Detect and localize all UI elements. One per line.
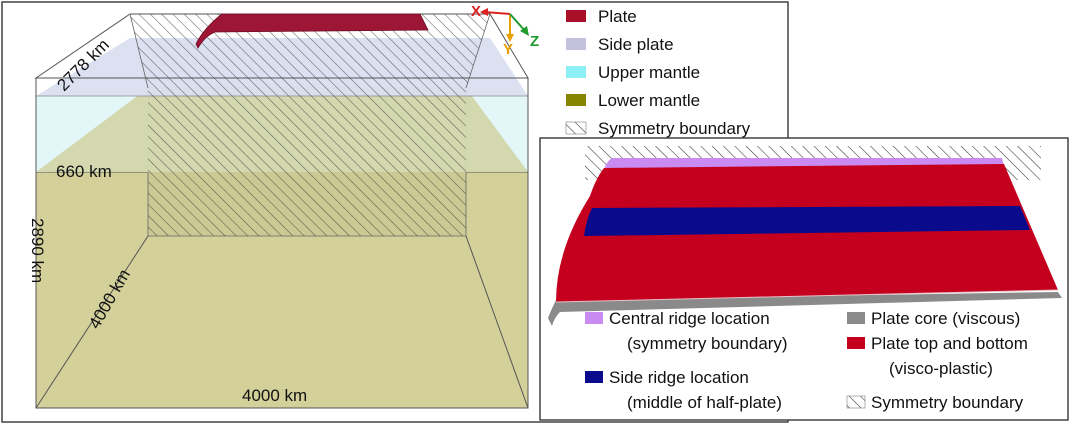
label-side-ridge-1: Side ridge location: [609, 368, 749, 387]
axis-x-label: X: [471, 3, 481, 20]
legend-label-side-plate: Side plate: [598, 35, 674, 54]
plate-core-edge: [548, 292, 1062, 326]
axis-y-label: Y: [503, 41, 513, 58]
axis-x-arrow: [483, 11, 511, 15]
model-box: [34, 13, 529, 409]
legend-swatch-symmetry-boundary: [565, 121, 587, 135]
legend-inset: Central ridge location (symmetry boundar…: [585, 309, 1028, 412]
legend-label-symmetry-boundary: Symmetry boundary: [598, 119, 751, 138]
swatch-inset-symmetry: [846, 395, 866, 409]
dim-transition-depth: 660 km: [56, 162, 112, 181]
axes-glyph: X Y Z: [471, 3, 539, 58]
symmetry-boundary-back: [148, 88, 466, 236]
label-plate-top-bottom-1: Plate top and bottom: [871, 334, 1028, 353]
legend-label-lower-mantle: Lower mantle: [598, 91, 700, 110]
label-inset-symmetry: Symmetry boundary: [871, 393, 1024, 412]
label-side-ridge-2: (middle of half-plate): [627, 393, 782, 412]
side-ridge-band: [584, 206, 1030, 236]
axis-z-label: Z: [530, 33, 539, 50]
legend-label-plate: Plate: [598, 7, 637, 26]
symmetry-boundary-plane: [130, 14, 490, 88]
legend-label-upper-mantle: Upper mantle: [598, 63, 700, 82]
legend-swatch-side-plate: [566, 38, 586, 50]
inset-plate-render: [548, 146, 1062, 326]
swatch-plate-top-bottom: [847, 337, 865, 349]
plate-shape: [195, 13, 429, 49]
swatch-side-ridge: [585, 371, 603, 383]
legend-swatch-upper-mantle: [566, 66, 586, 78]
legend-swatch-plate: [566, 10, 586, 22]
legend-swatch-lower-mantle: [566, 94, 586, 106]
dim-depth: 2890 km: [28, 218, 47, 283]
dim-length-bottom: 4000 km: [242, 386, 307, 405]
swatch-plate-core: [847, 312, 865, 324]
label-plate-core: Plate core (viscous): [871, 309, 1020, 328]
label-plate-top-bottom-2: (visco-plastic): [889, 359, 993, 378]
label-central-ridge-2: (symmetry boundary): [627, 334, 788, 353]
swatch-central-ridge: [585, 312, 603, 324]
label-central-ridge-1: Central ridge location: [609, 309, 770, 328]
